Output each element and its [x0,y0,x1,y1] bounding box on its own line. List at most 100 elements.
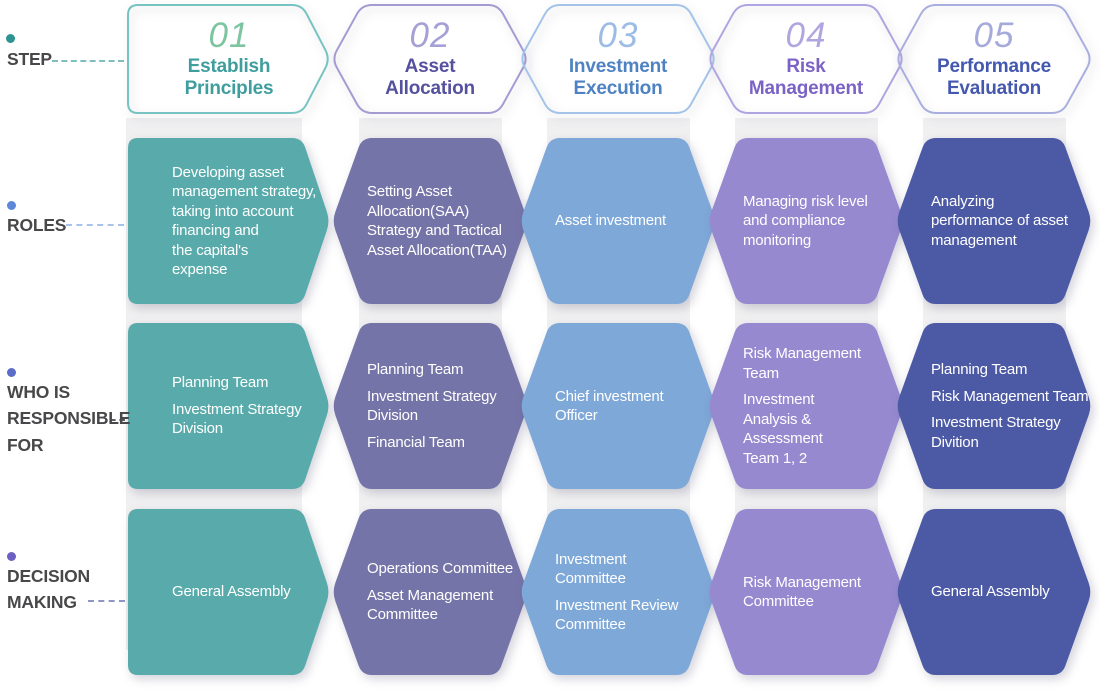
roles-cell-5: Analyzing performance of asset managemen… [894,136,1094,306]
who-cell-text: Chief investment Officer [518,321,718,491]
cell-paragraph: Managing risk level and compliance monit… [743,192,868,249]
hexagon-shape [709,138,903,304]
decision-cell-1: General Assembly [126,507,332,677]
cell-paragraph: Investment Analysis & Assessment Team 1,… [743,391,823,467]
decision-cell-text: General Assembly [894,507,1094,677]
who-label: WHO IS RESPONSIBLE FOR [7,382,131,455]
hexagon-shape [521,323,715,489]
step-connector-line [52,60,124,62]
step-title: Investment Execution [568,56,668,99]
roles-cell-4: Managing risk level and compliance monit… [706,136,906,306]
roles-cell-2: Setting Asset Allocation(SAA) Strategy a… [330,136,530,306]
decision-connector-line [88,600,125,602]
hexagon-shape [333,138,527,304]
pentagon-shape [128,138,329,304]
roles-connector-line [66,224,124,226]
roles-cell-text: Setting Asset Allocation(SAA) Strategy a… [330,136,530,306]
who-bullet-dot [7,368,16,377]
hexagon-shape [521,509,715,675]
step-number: 02 [409,16,451,56]
roles-cell-3: Asset investment [518,136,718,306]
decision-label: DECISION MAKING [7,566,90,613]
step-label: STEP [7,49,52,69]
cell-paragraph: Investment Review Committee [555,596,679,634]
cell-paragraph: Planning Team [931,361,1028,378]
step-title: Risk Management [748,56,864,99]
decision-cell-text: General Assembly [126,507,332,677]
cell-paragraph: General Assembly [172,583,291,601]
hexagon-shape [897,138,1091,304]
decision-cell-text: Risk Management Committee [706,507,906,677]
cell-paragraph: Investment Strategy Divition [931,414,1061,451]
step-number: 05 [973,16,1015,56]
roles-cell-text: Asset investment [518,136,718,306]
roles-bullet-dot [7,201,16,210]
decision-cell-5: General Assembly [894,507,1094,677]
cell-paragraph: Risk Management Team [931,387,1089,405]
roles-cell-text: Analyzing performance of asset managemen… [894,136,1094,306]
cell-paragraph: Planning Team [172,374,269,392]
decision-bullet-dot [7,552,16,561]
cell-paragraph: Investment Strategy Division [172,400,302,438]
cell-paragraph: Financial Team [367,433,465,451]
cell-paragraph: Setting Asset Allocation(SAA) Strategy a… [367,183,507,259]
cell-paragraph: Planning Team [367,361,464,378]
hexagon-shape [897,323,1091,489]
hexagon-shape [521,4,715,114]
cell-paragraph: Operations Committee [367,560,514,578]
cell-paragraph: Developing asset management strategy, ta… [172,163,317,279]
who-cell-3: Chief investment Officer [518,321,718,491]
cell-paragraph: Investment Strategy Division [367,387,497,425]
cell-paragraph: Risk Management Team [743,345,861,382]
hexagon-shape [897,4,1091,114]
hexagon-shape [521,138,715,304]
who-connector-line [110,419,125,421]
hexagon-shape [709,509,903,675]
step-number: 04 [785,16,827,56]
cell-paragraph: Investment Committee [555,550,627,588]
pentagon-shape [127,4,329,114]
roles-cell-text: Developing asset management strategy, ta… [126,136,332,306]
roles-label: ROLES [7,215,67,235]
hexagon-shape [897,509,1091,675]
cell-paragraph: Analyzing performance of asset managemen… [931,192,1068,249]
cell-paragraph: Chief investment Officer [555,387,664,425]
hexagon-shape [709,4,903,114]
hexagon-shape [333,323,527,489]
step-number: 01 [208,16,250,56]
decision-cell-4: Risk Management Committee [706,507,906,677]
hexagon-shape [333,4,527,114]
step-title: Asset Allocation [385,56,475,99]
pentagon-shape [128,509,329,675]
roles-cell-1: Developing asset management strategy, ta… [126,136,332,306]
cell-paragraph: General Assembly [931,583,1050,601]
step-bullet-dot [6,34,15,43]
step-title: Performance Evaluation [937,56,1051,99]
cell-paragraph: Risk Management Committee [743,573,861,611]
pentagon-shape [128,323,329,489]
cell-paragraph: Asset investment [555,212,667,230]
step-number: 03 [597,16,639,56]
hexagon-shape [333,509,527,675]
